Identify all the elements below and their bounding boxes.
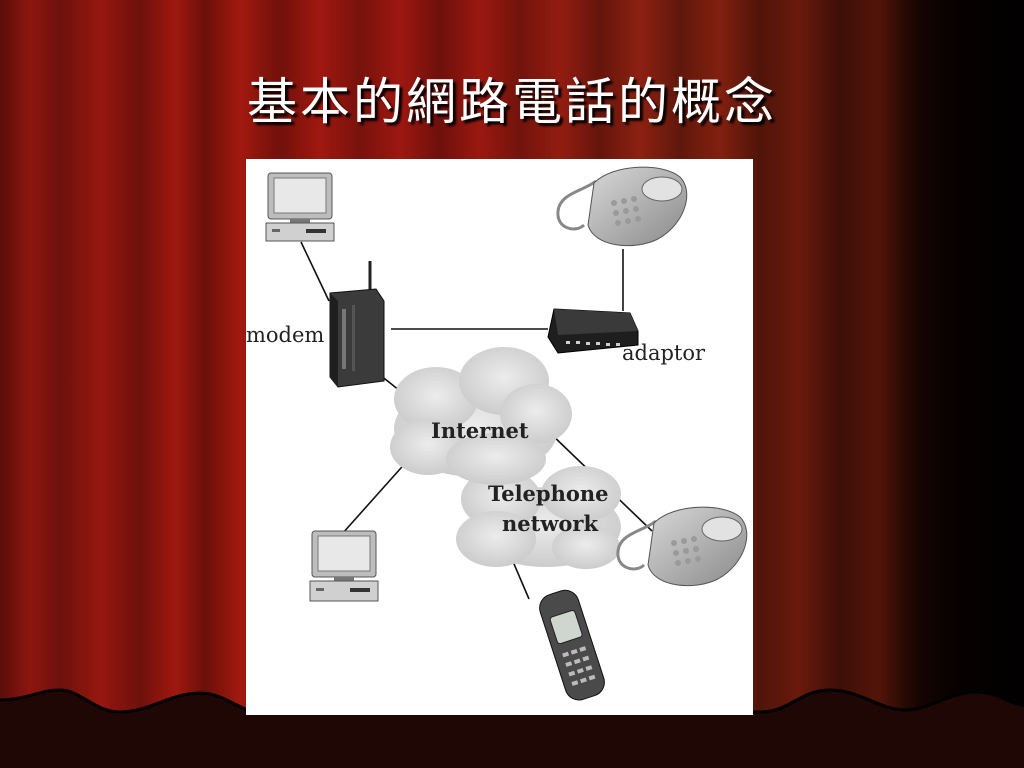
telephone-icon-top	[556, 166, 688, 247]
modem-icon	[329, 261, 385, 388]
computer-icon	[265, 172, 335, 242]
slide-title: 基本的網路電話的概念	[247, 73, 777, 131]
telephone-icon-right	[616, 506, 748, 587]
internet-label: Internet	[431, 418, 529, 443]
telephone-network-cloud	[456, 466, 621, 569]
telephone-network-label-line1: Telephone	[488, 481, 609, 506]
adaptor-label: adaptor	[622, 341, 706, 365]
mobile-phone-icon	[539, 589, 605, 701]
computer-icon-bottom	[309, 530, 379, 602]
telephone-network-label-line2: network	[502, 511, 599, 536]
internet-cloud	[390, 347, 572, 485]
adaptor-icon	[547, 308, 639, 354]
modem-label: modem	[246, 323, 325, 347]
voip-diagram: modem adaptor Internet Telephone network	[246, 159, 753, 715]
